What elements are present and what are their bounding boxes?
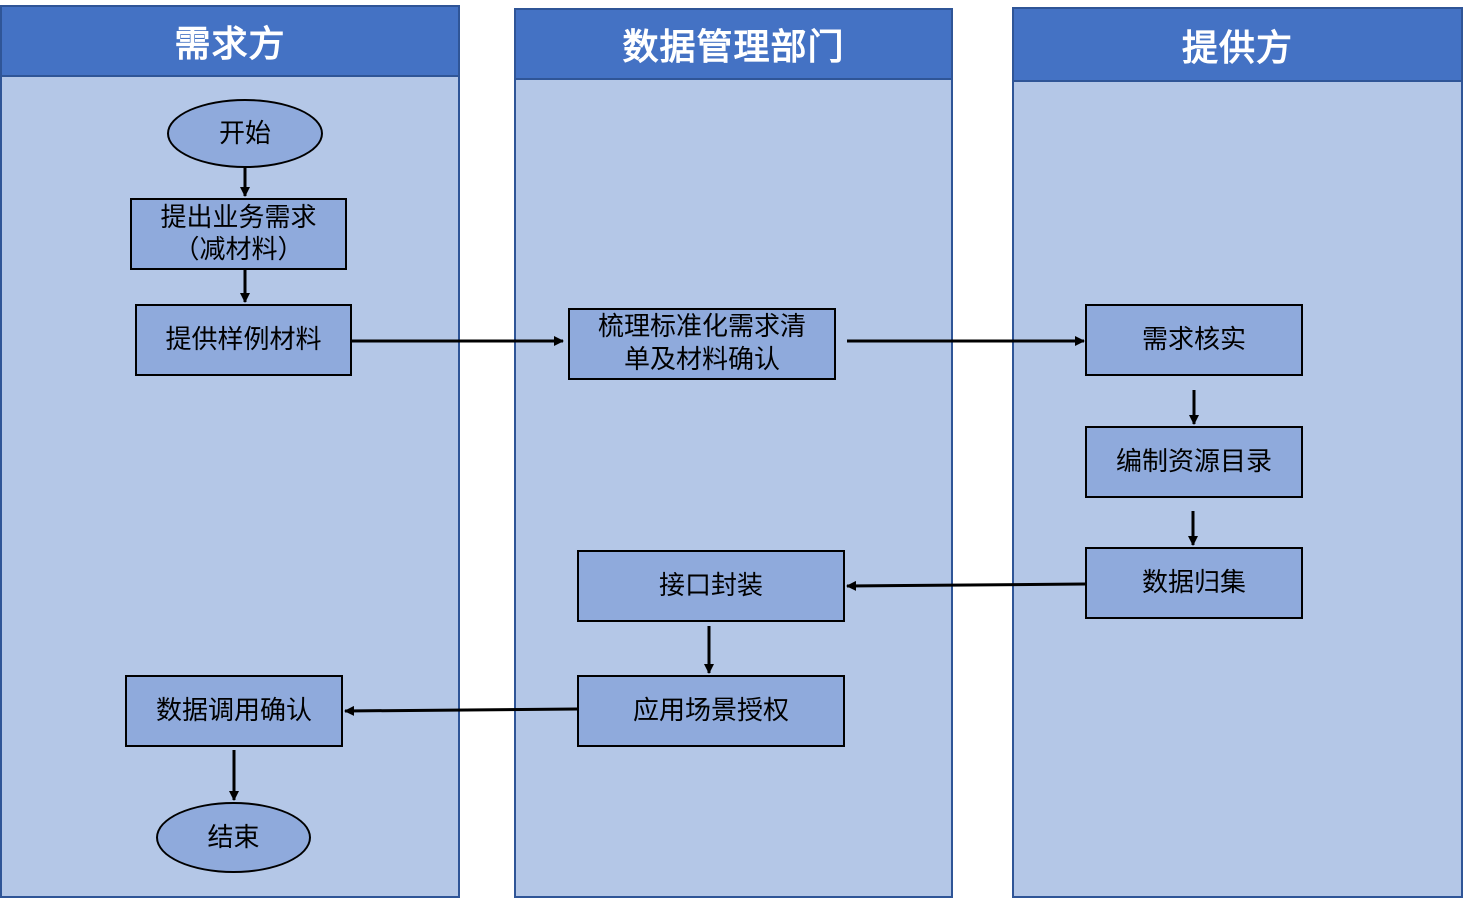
provide-samples-label: 提供样例材料 bbox=[165, 325, 322, 355]
scenario-authorization-node[interactable]: 应用场景授权 bbox=[577, 675, 845, 747]
verify-requirement-node[interactable]: 需求核实 bbox=[1085, 304, 1303, 376]
start-label: 开始 bbox=[218, 118, 271, 149]
start-node[interactable]: 开始 bbox=[167, 99, 323, 168]
raise-requirement-node[interactable]: 提出业务需求 （减材料） bbox=[130, 198, 347, 270]
lane-header-data-management: 数据管理部门 bbox=[516, 10, 951, 80]
raise-requirement-label-line2: （减材料） bbox=[173, 235, 304, 265]
data-collection-node[interactable]: 数据归集 bbox=[1085, 547, 1303, 619]
verify-requirement-label: 需求核实 bbox=[1141, 325, 1246, 355]
lane-header-provider: 提供方 bbox=[1014, 9, 1461, 82]
end-label: 结束 bbox=[207, 822, 260, 853]
compile-catalog-node[interactable]: 编制资源目录 bbox=[1085, 426, 1303, 498]
compile-catalog-label: 编制资源目录 bbox=[1115, 447, 1272, 477]
scenario-authorization-label: 应用场景授权 bbox=[632, 696, 789, 726]
provide-samples-node[interactable]: 提供样例材料 bbox=[135, 304, 352, 376]
end-node[interactable]: 结束 bbox=[156, 802, 311, 873]
standardize-label-line1: 梳理标准化需求清 bbox=[597, 312, 806, 342]
raise-requirement-label-line1: 提出业务需求 bbox=[160, 203, 317, 233]
lane-header-requester: 需求方 bbox=[2, 7, 458, 77]
data-call-confirm-node[interactable]: 数据调用确认 bbox=[125, 675, 343, 747]
standardize-requirements-node[interactable]: 梳理标准化需求清 单及材料确认 bbox=[568, 308, 836, 380]
api-packaging-label: 接口封装 bbox=[658, 571, 763, 601]
data-collection-label: 数据归集 bbox=[1141, 568, 1246, 598]
api-packaging-node[interactable]: 接口封装 bbox=[577, 550, 845, 622]
data-call-confirm-label: 数据调用确认 bbox=[155, 696, 312, 726]
lane-data-management: 数据管理部门 bbox=[514, 8, 953, 898]
standardize-label-line2: 单及材料确认 bbox=[623, 345, 780, 375]
